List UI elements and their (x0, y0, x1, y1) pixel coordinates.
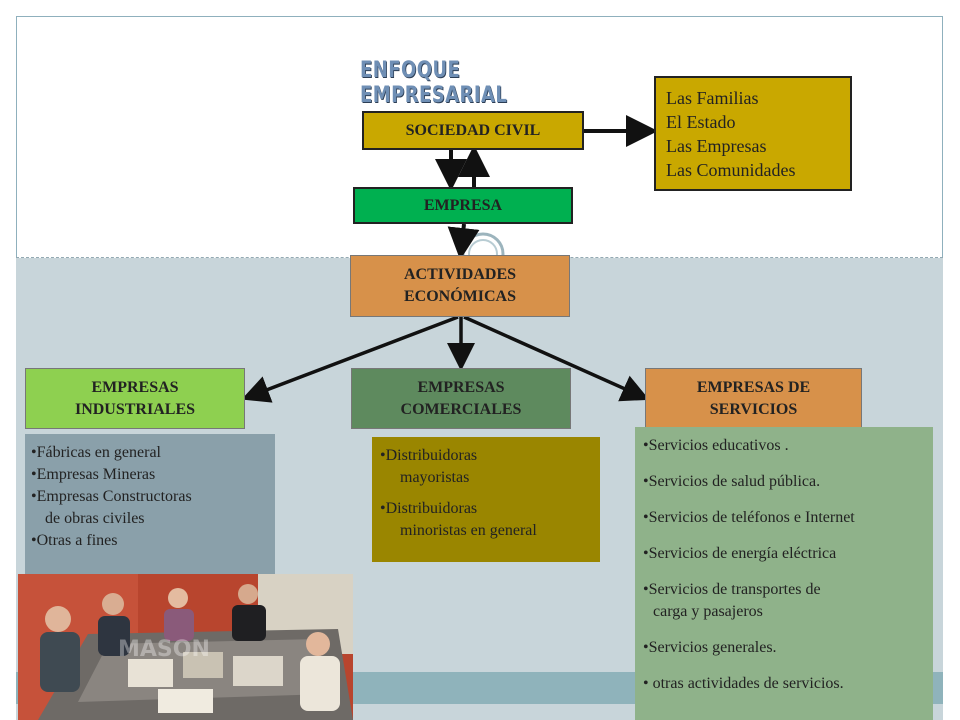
list-item: •Fábricas en general (31, 444, 161, 461)
box-empresas-industriales: EMPRESAS INDUSTRIALES (25, 368, 245, 429)
list-item: • otras actividades de servicios. (643, 675, 844, 692)
list-item: •Empresas Mineras (31, 466, 156, 483)
list-item: •Servicios de salud pública. (643, 473, 821, 490)
list-item: •Servicios de teléfonos e Internet (643, 509, 855, 526)
label-industriales-2: INDUSTRIALES (74, 400, 196, 418)
label-comerciales-2: COMERCIALES (400, 400, 522, 418)
list-item: •Servicios de transportes de (643, 581, 821, 598)
list-item: de obras civiles (45, 510, 145, 527)
member-estado: El Estado (666, 112, 736, 132)
label-servicios-1: EMPRESAS DE (696, 378, 811, 396)
member-empresas: Las Empresas (666, 136, 767, 156)
list-item: •Distribuidoras (380, 447, 478, 464)
label-industriales-1: EMPRESAS (91, 378, 179, 396)
label-comerciales-1: EMPRESAS (417, 378, 505, 396)
svg-text:MASON: MASON (118, 637, 210, 662)
arrow-to-servicios (463, 315, 650, 402)
box-sociedad-members: Las Familias El Estado Las Empresas Las … (654, 76, 852, 191)
box-empresas-comerciales: EMPRESAS COMERCIALES (351, 368, 571, 429)
list-item: •Otras a fines (31, 532, 118, 549)
list-item: •Servicios educativos . (643, 437, 789, 454)
arrow-to-industriales (241, 315, 459, 403)
list-comerciales: •Distribuidoras mayoristas •Distribuidor… (372, 437, 600, 562)
arrow-empresa-to-actividades (447, 223, 480, 260)
box-actividades-economicas: ACTIVIDADES ECONÓMICAS (350, 255, 570, 317)
label-servicios-2: SERVICIOS (709, 400, 798, 418)
list-industriales: •Fábricas en general •Empresas Mineras •… (25, 434, 275, 574)
member-comunidades: Las Comunidades (666, 160, 796, 180)
list-servicios: •Servicios educativos . •Servicios de sa… (635, 427, 933, 720)
box-sociedad-civil: SOCIEDAD CIVIL (362, 111, 584, 150)
label-empresa: EMPRESA (423, 196, 503, 214)
list-item: minoristas en general (400, 522, 537, 539)
label-sociedad-civil: SOCIEDAD CIVIL (405, 121, 541, 139)
meeting-photo: MASON (18, 574, 353, 720)
list-item: mayoristas (400, 469, 470, 486)
list-item: •Servicios generales. (643, 639, 777, 656)
list-item: •Distribuidoras (380, 500, 478, 517)
label-actividades-2: ECONÓMICAS (403, 288, 516, 305)
list-item: •Empresas Constructoras (31, 488, 192, 505)
list-item: carga y pasajeros (653, 603, 763, 620)
box-empresa: EMPRESA (353, 187, 573, 224)
label-actividades-1: ACTIVIDADES (403, 266, 517, 283)
box-empresas-servicios: EMPRESAS DE SERVICIOS (645, 368, 862, 429)
diagram-title: ENFOQUE EMPRESARIAL (360, 58, 508, 108)
member-familias: Las Familias (666, 88, 759, 108)
list-item: •Servicios de energía eléctrica (643, 545, 837, 562)
